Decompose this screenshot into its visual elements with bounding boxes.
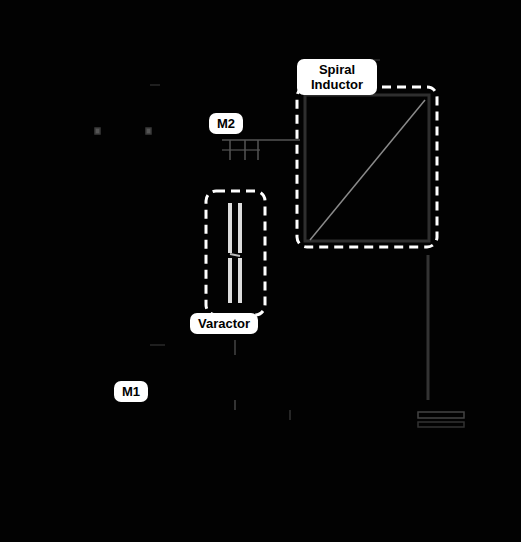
part-label: Varactor: [198, 316, 250, 331]
varactor-device: [206, 191, 265, 315]
label-box: M1: [114, 381, 148, 402]
spiral-inductor: [297, 87, 437, 247]
layout-traces: [95, 60, 464, 427]
part-label: Spiral Inductor: [305, 62, 369, 92]
part-label: M1: [122, 384, 140, 399]
label-box: Varactor: [190, 313, 258, 334]
label-box: Spiral Inductor: [297, 59, 377, 95]
part-label: M2: [217, 116, 235, 131]
label-box: M2: [209, 113, 243, 134]
